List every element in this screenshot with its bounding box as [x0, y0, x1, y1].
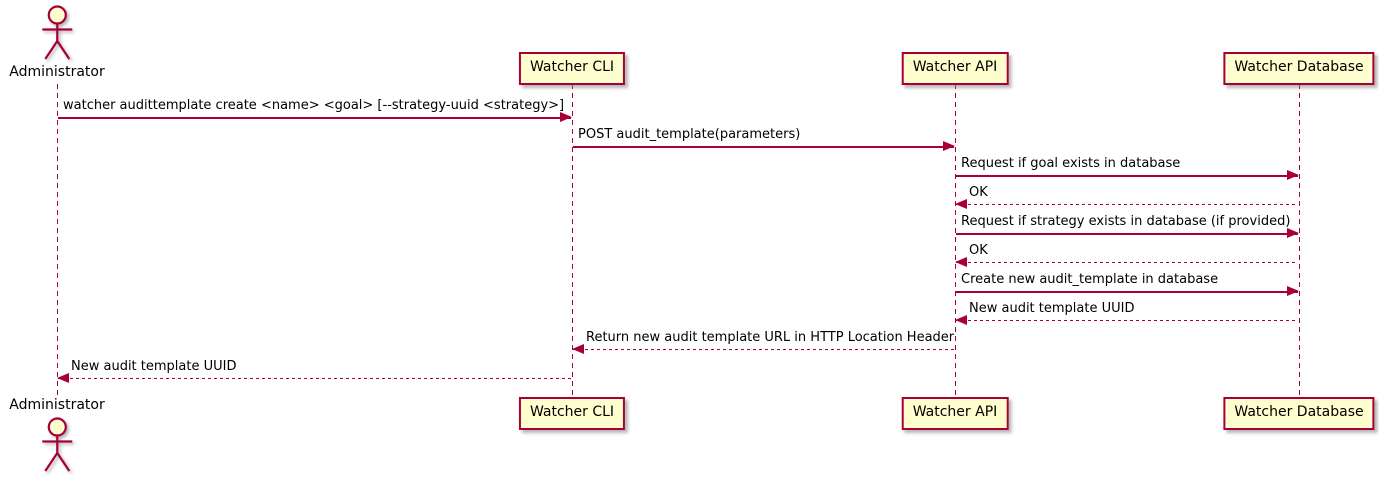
message-line: [956, 262, 1298, 264]
message-line: [956, 320, 1298, 322]
message-label: watcher audittemplate create <name> <goa…: [63, 98, 565, 113]
arrowhead-icon: [1287, 228, 1299, 238]
arrowhead-icon: [955, 315, 967, 325]
actor-label: Administrator: [9, 64, 105, 80]
message-line: [956, 291, 1298, 293]
participant-label: Watcher API: [912, 404, 998, 420]
arrowhead-icon: [943, 141, 955, 151]
lifeline-watcher-database: [1298, 84, 1300, 397]
participant-watcher-api-bottom: Watcher API: [901, 397, 1009, 430]
message-label: OK: [969, 185, 988, 200]
message-label: Request if strategy exists in database (…: [961, 214, 1291, 229]
message-line: [58, 378, 571, 380]
arrowhead-icon: [1287, 170, 1299, 180]
actor-administrator-bottom: Administrator: [9, 397, 105, 474]
message-label: New audit template UUID: [71, 359, 237, 374]
message-label: Request if goal exists in database: [961, 156, 1181, 171]
participant-label: Watcher CLI: [529, 404, 615, 420]
message-line: [573, 349, 954, 351]
message-line: [956, 175, 1298, 177]
participant-label: Watcher API: [912, 59, 998, 75]
administrator-actor-icon: [42, 417, 72, 472]
participant-watcher-database-bottom: Watcher Database: [1223, 397, 1375, 430]
message-line: [573, 146, 954, 148]
message-label: POST audit_template(parameters): [578, 127, 801, 142]
lifeline-watcher-api: [954, 84, 956, 397]
lifeline-watcher-cli: [571, 84, 573, 397]
arrowhead-icon: [1287, 286, 1299, 296]
participant-label: Watcher Database: [1234, 59, 1364, 75]
participant-label: Watcher CLI: [529, 59, 615, 75]
message-line: [58, 117, 571, 119]
actor-label: Administrator: [9, 397, 105, 413]
arrowhead-icon: [560, 112, 572, 122]
message-line: [956, 233, 1298, 235]
participant-watcher-api-top: Watcher API: [901, 52, 1009, 85]
message-label: Return new audit template URL in HTTP Lo…: [586, 330, 955, 345]
arrowhead-icon: [955, 257, 967, 267]
lifeline-administrator: [56, 84, 58, 397]
message-label: Create new audit_template in database: [961, 272, 1219, 287]
arrowhead-icon: [57, 373, 69, 383]
arrowhead-icon: [955, 199, 967, 209]
message-line: [956, 204, 1298, 206]
participant-watcher-database-top: Watcher Database: [1223, 52, 1375, 85]
administrator-actor-icon: [42, 5, 72, 60]
message-label: OK: [969, 243, 988, 258]
arrowhead-icon: [572, 344, 584, 354]
participant-watcher-cli-bottom: Watcher CLI: [518, 397, 626, 430]
participant-label: Watcher Database: [1234, 404, 1364, 420]
actor-administrator-top: Administrator: [9, 4, 105, 81]
message-label: New audit template UUID: [969, 301, 1135, 316]
participant-watcher-cli-top: Watcher CLI: [518, 52, 626, 85]
